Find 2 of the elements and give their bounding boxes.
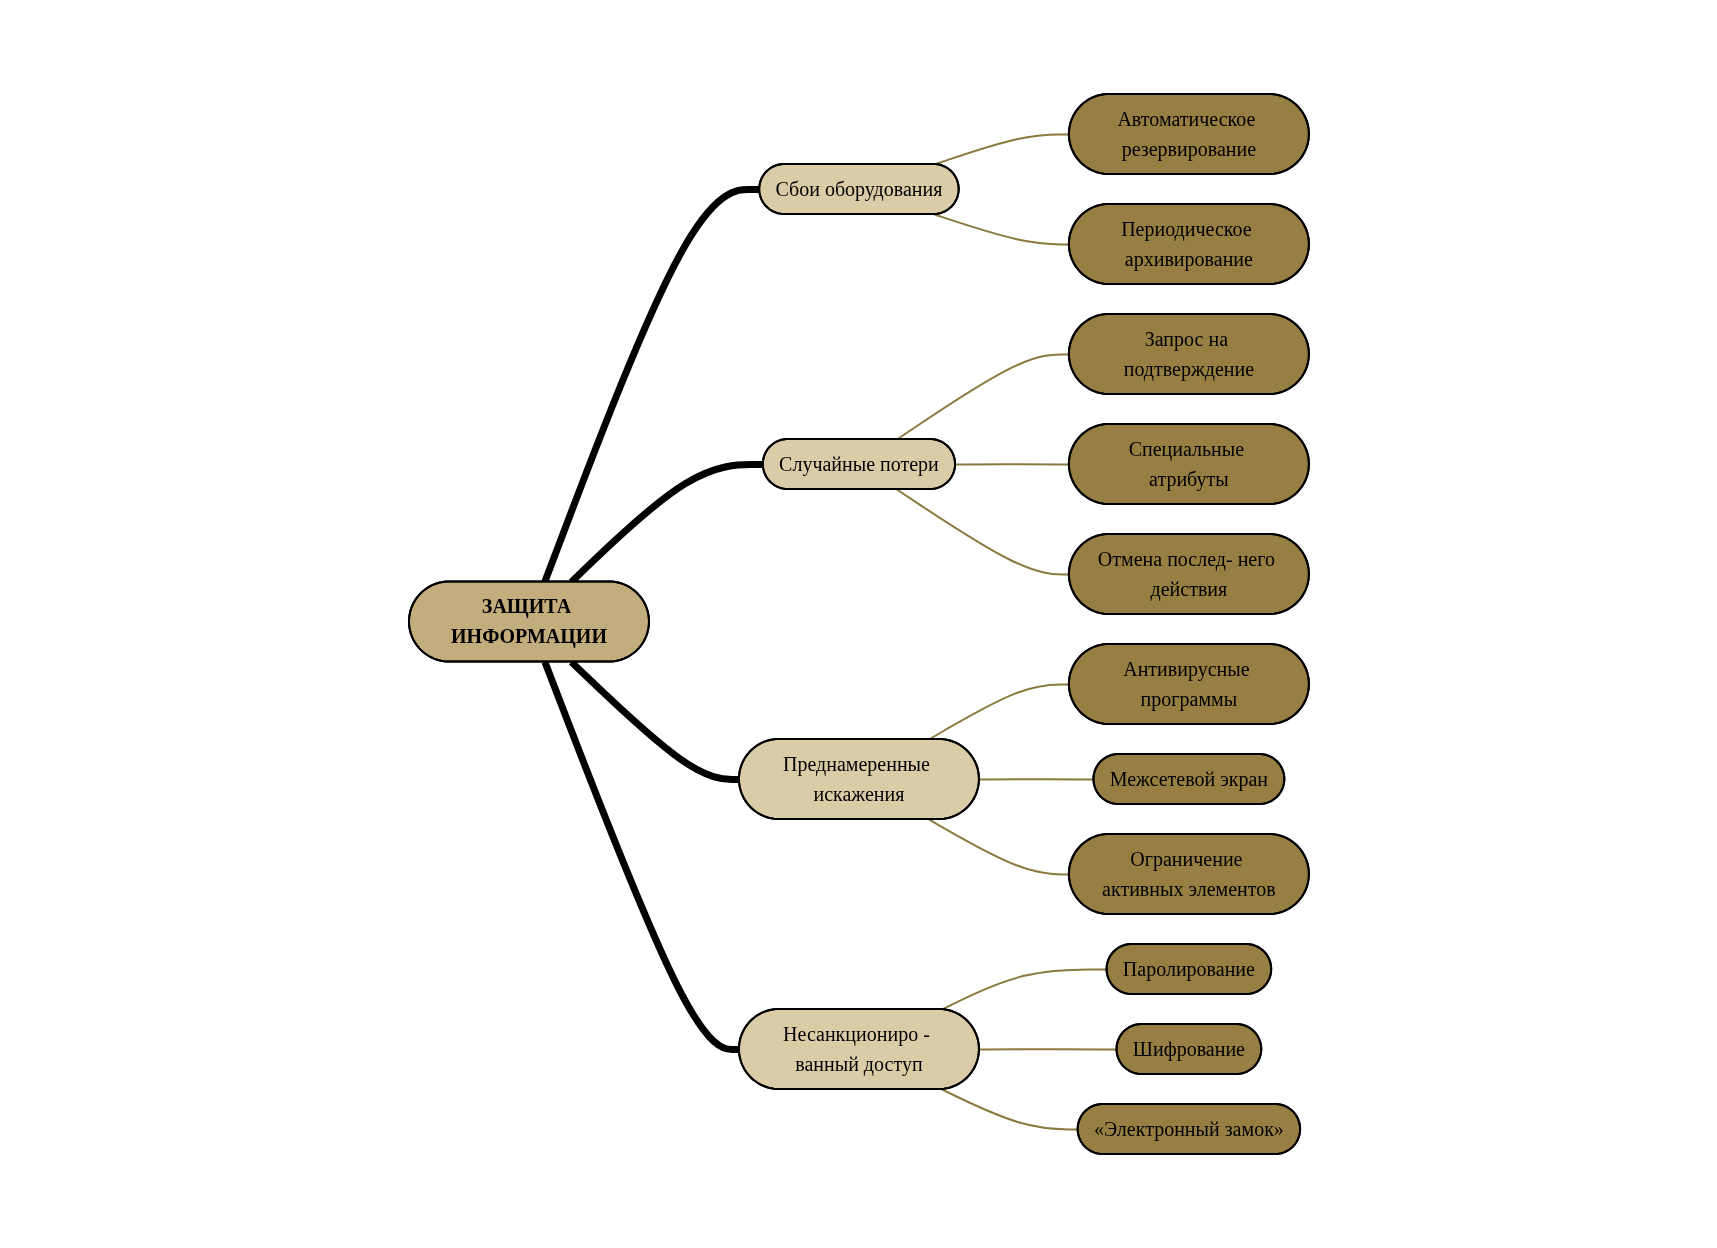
connector bbox=[541, 660, 740, 1053]
connector bbox=[568, 659, 740, 783]
